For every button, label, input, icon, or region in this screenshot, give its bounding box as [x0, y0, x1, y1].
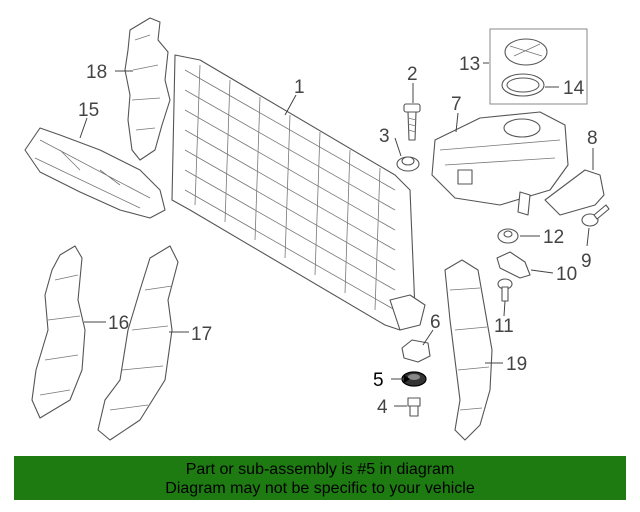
part-9-bolt: [581, 204, 610, 227]
part-17-lower-center-deflector: [97, 245, 179, 441]
callout-16: 16: [108, 313, 129, 334]
callout-8: 8: [587, 128, 598, 149]
part-4-bolt: [407, 397, 421, 417]
part-15-upper-air-guide: [24, 127, 166, 219]
callout-15: 15: [78, 100, 99, 121]
callout-6: 6: [430, 312, 441, 333]
callout-2: 2: [407, 64, 418, 85]
callout-10: 10: [556, 264, 577, 285]
part-12-nut: [497, 228, 519, 244]
leader-lines: [79, 62, 594, 407]
part-1-radiator: [171, 54, 426, 331]
callout-14: 14: [563, 78, 585, 99]
callout-11: 11: [494, 316, 514, 337]
callout-12: 12: [543, 227, 564, 248]
part-2-bolt: [403, 103, 421, 141]
callout-17: 17: [191, 324, 212, 345]
callout-3: 3: [379, 126, 390, 147]
part-13-14-cap-box: [489, 28, 588, 105]
callout-9: 9: [581, 251, 592, 272]
callout-4: 4: [377, 397, 388, 418]
callout-7: 7: [451, 94, 462, 115]
part-19-right-deflector: [444, 259, 493, 441]
banner-line-1: Part or sub-assembly is #5 in diagram: [185, 461, 455, 478]
callout-18: 18: [86, 62, 107, 83]
part-3-grommet: [396, 156, 420, 172]
callout-5: 5: [373, 370, 384, 391]
part-16-lower-left-deflector: [31, 245, 86, 419]
callout-labels: 18 15 1 2 3 7 13 14 8 9 12 10 11 6 16 17…: [78, 54, 598, 418]
info-banner: Part or sub-assembly is #5 in diagram Di…: [14, 456, 626, 500]
part-5-bushing: [401, 371, 427, 387]
callout-13: 13: [459, 54, 480, 75]
part-6-mount: [401, 339, 431, 363]
parts-diagram: 18 15 1 2 3 7 13 14 8 9 12 10 11 6 16 17…: [24, 17, 610, 441]
part-11-bolt: [497, 278, 513, 302]
callout-19: 19: [506, 354, 527, 375]
part-10-bracket: [496, 251, 531, 279]
part-8-bracket: [544, 169, 605, 216]
banner-line-2: Diagram may not be specific to your vehi…: [165, 480, 475, 497]
callout-1: 1: [294, 77, 305, 98]
part-7-expansion-tank: [431, 111, 569, 216]
part-18-upper-deflector: [124, 17, 171, 161]
